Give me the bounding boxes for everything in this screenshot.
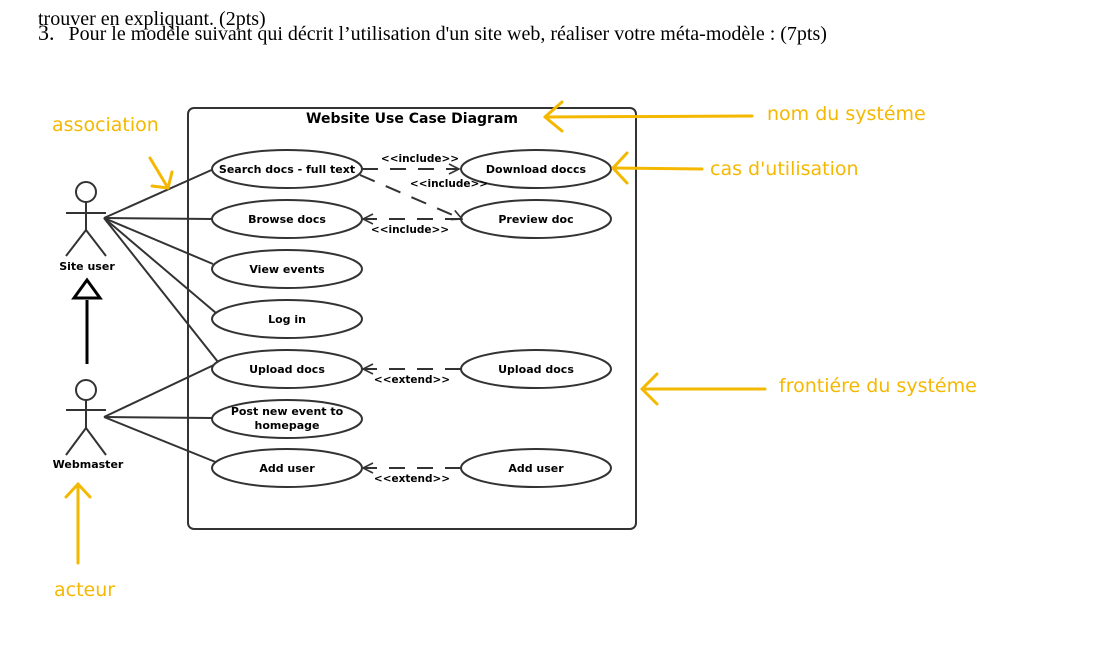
use-case-upload-docs: Upload docs xyxy=(249,363,325,376)
dependency-arrows xyxy=(359,169,462,468)
use-case-view-events: View events xyxy=(249,263,325,276)
annotation-use-case: cas d'utilisation xyxy=(710,158,859,180)
use-case-preview-doc: Preview doc xyxy=(498,213,573,226)
generalization-arrow xyxy=(71,277,103,364)
webmaster-actor xyxy=(65,379,107,456)
site-user-label: Site user xyxy=(59,260,115,273)
include-label-3: <<include>> xyxy=(371,224,449,236)
use-case-log-in: Log in xyxy=(268,313,306,326)
use-case-search-docs: Search docs - full text xyxy=(219,163,355,176)
system-boundary xyxy=(187,107,637,530)
site-user-actor xyxy=(65,181,107,257)
use-case-browse-docs: Browse docs xyxy=(248,213,326,226)
include-label-2: <<include>> xyxy=(410,178,488,190)
annotation-actor: acteur xyxy=(54,579,115,601)
annotation-association: association xyxy=(52,114,159,136)
use-case-add-user-extension: Add user xyxy=(508,462,564,475)
use-case-upload-docs-extension: Upload docs xyxy=(498,363,574,376)
use-case-ellipses xyxy=(211,149,612,488)
use-case-add-user: Add user xyxy=(259,462,315,475)
extend-label-1: <<extend>> xyxy=(374,374,450,386)
associations xyxy=(103,167,219,464)
question-text: Pour le modèle suivant qui décrit l’util… xyxy=(68,23,827,45)
extend-label-2: <<extend>> xyxy=(374,473,450,485)
webmaster-label: Webmaster xyxy=(53,458,124,471)
use-case-post-event-line1: Post new event to xyxy=(231,405,344,418)
previous-question-fragment: trouver en expliquant. (2pts) xyxy=(38,8,266,30)
use-case-post-event-line2: homepage xyxy=(255,419,320,432)
question-block: trouver en expliquant. (2pts) 3. Pour le … xyxy=(38,8,1088,49)
use-case-download-docs: Download doccs xyxy=(486,163,587,176)
system-title: Website Use Case Diagram xyxy=(306,111,518,127)
annotation-system-boundary: frontiére du systéme xyxy=(779,375,977,397)
include-label-1: <<include>> xyxy=(381,153,459,165)
question-number: 3. xyxy=(38,20,55,45)
annotation-system-name: nom du systéme xyxy=(767,103,926,125)
annotation-arrows xyxy=(64,100,767,565)
